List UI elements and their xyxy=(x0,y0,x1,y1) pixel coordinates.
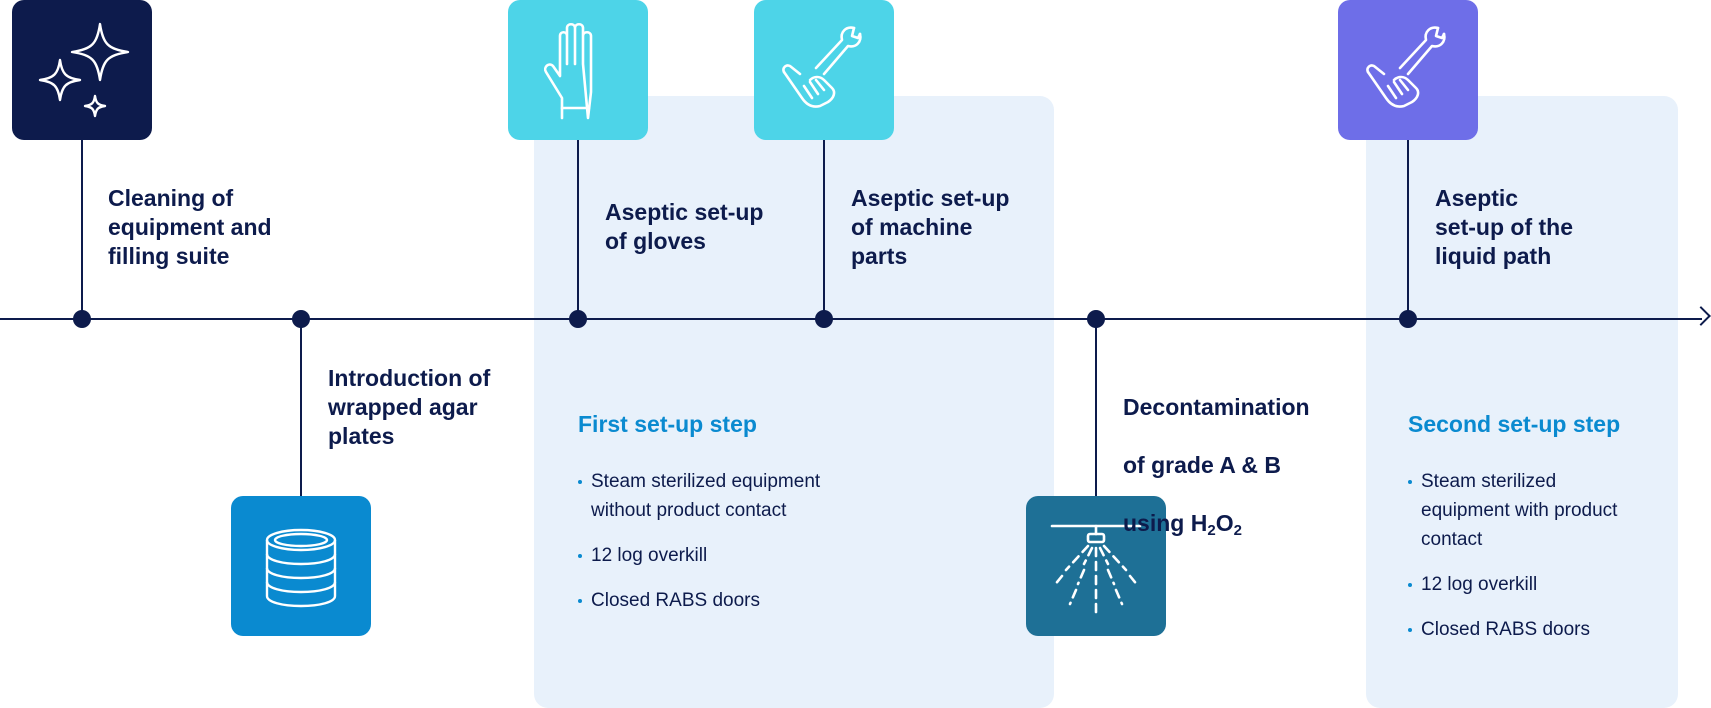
decontamination-line-2: of grade A & B xyxy=(1123,452,1282,478)
bullet-item: Closed RABS doors xyxy=(577,586,857,615)
timeline-axis xyxy=(0,318,1702,320)
timeline-dot xyxy=(73,310,91,328)
step-label-agar-plates: Introduction of wrapped agar plates xyxy=(328,365,491,449)
connector-decontamination xyxy=(1095,318,1097,498)
hand-wrench-icon xyxy=(754,0,894,140)
sparkles-icon xyxy=(12,0,152,140)
spray-nozzle-icon xyxy=(1026,496,1166,636)
first-setup-panel xyxy=(534,96,1054,708)
step-label-machine-parts: Aseptic set-up of machine parts xyxy=(851,185,1010,269)
bullet-item: Steam sterilized equipment without produ… xyxy=(577,467,857,525)
first-setup-heading: First set-up step xyxy=(578,411,757,437)
connector-liquid-path xyxy=(1407,138,1409,320)
decontamination-line-1: Decontamination xyxy=(1123,394,1310,420)
connector-gloves xyxy=(577,138,579,320)
glove-icon xyxy=(508,0,648,140)
decontamination-line-3: using H2O2 xyxy=(1123,510,1242,539)
agar-plates-icon xyxy=(231,496,371,636)
bullet-item: 12 log overkill xyxy=(577,541,857,570)
step-label-decontamination: Decontamination of grade A & B using H2O… xyxy=(1123,364,1310,538)
second-setup-bullets: Steam sterilized equipment with product … xyxy=(1407,467,1667,660)
timeline-dot xyxy=(815,310,833,328)
step-label-liquid-path: Aseptic set-up of the liquid path xyxy=(1435,185,1573,269)
second-setup-panel xyxy=(1366,96,1678,708)
connector-agar xyxy=(300,318,302,498)
hand-wrench-icon xyxy=(1338,0,1478,140)
timeline-dot xyxy=(1399,310,1417,328)
second-setup-heading: Second set-up step xyxy=(1408,411,1621,437)
timeline-dot xyxy=(569,310,587,328)
bullet-item: Closed RABS doors xyxy=(1407,615,1667,644)
bullet-item: 12 log overkill xyxy=(1407,570,1667,599)
timeline-dot xyxy=(292,310,310,328)
step-label-gloves: Aseptic set-up of gloves xyxy=(605,199,764,254)
connector-machine-parts xyxy=(823,138,825,320)
bullet-item: Steam sterilized equipment with product … xyxy=(1407,467,1667,554)
timeline-arrowhead xyxy=(1691,306,1711,326)
timeline-dot xyxy=(1087,310,1105,328)
first-setup-bullets: Steam sterilized equipment without produ… xyxy=(577,467,857,631)
step-label-cleaning: Cleaning of equipment and filling suite xyxy=(108,185,272,269)
connector-cleaning xyxy=(81,138,83,320)
